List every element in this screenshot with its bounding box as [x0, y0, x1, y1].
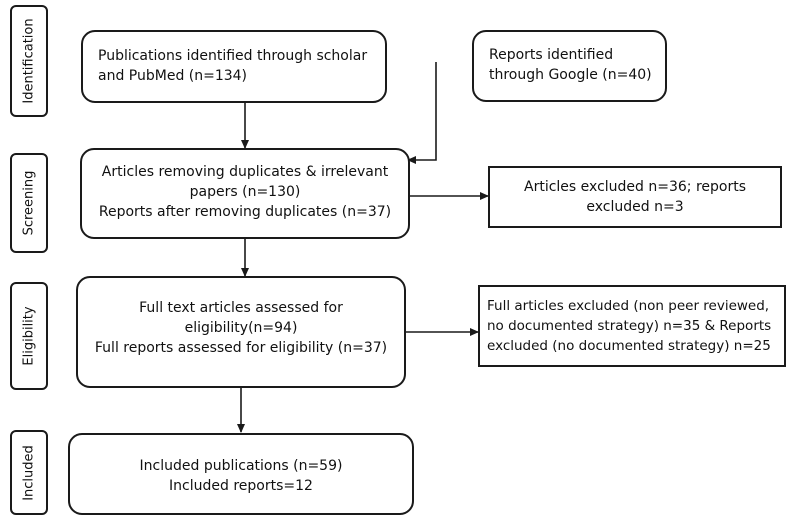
arrow-google-to-screening	[407, 62, 437, 164]
included-line-1: Included publications (n=59)	[139, 458, 343, 474]
publications-line-2: and PubMed (n=134)	[98, 68, 248, 84]
eligibility-excluded-line-1: Full articles excluded (non peer reviewe…	[487, 298, 770, 314]
box-included: Included publications (n=59) Included re…	[68, 433, 414, 515]
box-eligibility-main: Full text articles assessed for eligibil…	[76, 276, 406, 388]
eligibility-excluded-line-3: excluded (no documented strategy) n=25	[487, 338, 771, 354]
included-line-2: Included reports=12	[169, 478, 313, 494]
stage-eligibility: Eligibility	[10, 282, 48, 390]
eligibility-line-3: Full reports assessed for eligibility (n…	[94, 340, 388, 356]
stage-included: Included	[10, 430, 48, 515]
screening-line-1: Articles removing duplicates & irrelevan…	[101, 164, 389, 180]
box-screening-excluded: Articles excluded n=36; reports excluded…	[488, 166, 782, 228]
reports-google-line-2: through Google (n=40)	[489, 67, 652, 83]
box-reports-google: Reports identified through Google (n=40)	[472, 30, 667, 102]
stage-screening: Screening	[10, 153, 48, 253]
eligibility-excluded-line-2: no documented strategy) n=35 & Reports	[487, 318, 772, 334]
eligibility-line-1: Full text articles assessed for	[139, 300, 343, 316]
box-screening-main: Articles removing duplicates & irrelevan…	[80, 148, 410, 239]
eligibility-line-2: eligibility(n=94)	[184, 320, 298, 336]
box-eligibility-excluded: Full articles excluded (non peer reviewe…	[478, 285, 786, 367]
screening-excluded-line-1: Articles excluded n=36; reports	[524, 179, 746, 195]
screening-excluded-line-2: excluded n=3	[586, 199, 684, 215]
publications-line-1: Publications identified through scholar	[98, 48, 368, 64]
reports-google-line-1: Reports identified	[489, 47, 614, 63]
stage-identification: Identification	[10, 5, 48, 117]
screening-line-2: papers (n=130)	[189, 184, 301, 200]
box-publications-identified: Publications identified through scholar …	[81, 30, 387, 103]
screening-line-3: Reports after removing duplicates (n=37)	[98, 204, 392, 220]
